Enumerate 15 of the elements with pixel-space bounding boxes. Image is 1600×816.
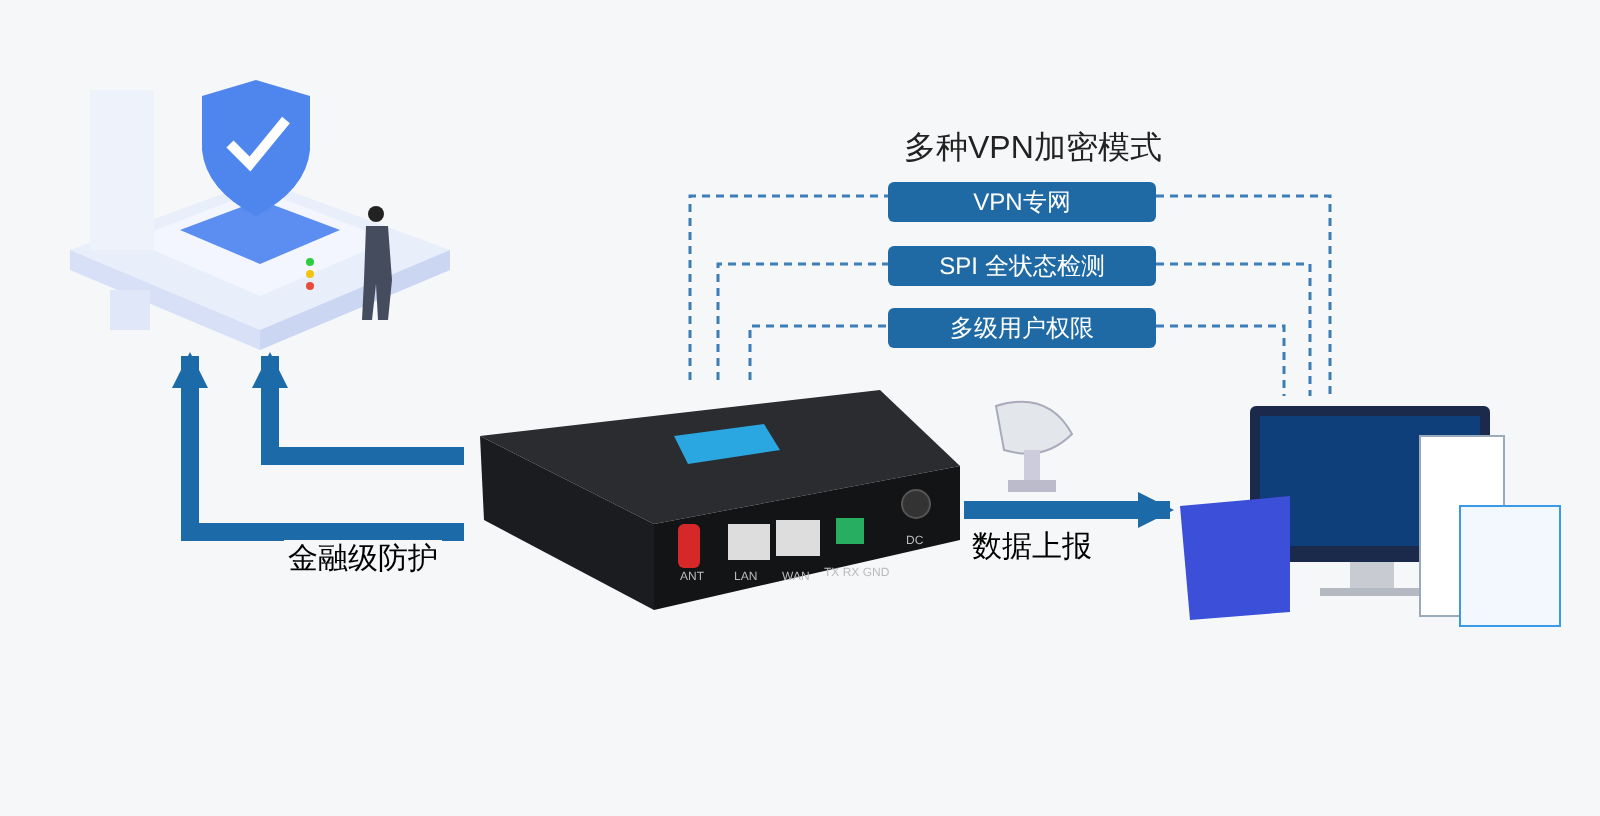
dashed-connector	[1156, 262, 1312, 396]
dashed-connector	[1156, 194, 1332, 396]
dashed-connector	[688, 194, 888, 380]
arrow	[964, 492, 1174, 528]
feature-box: SPI 全状态检测	[888, 246, 1156, 286]
dashed-connector	[748, 324, 888, 380]
arrow	[252, 352, 464, 465]
heading: 多种VPN加密模式	[904, 129, 1162, 170]
dashed-connector	[1156, 324, 1286, 396]
dashed-connector	[716, 262, 888, 380]
feature-box: 多级用户权限	[888, 308, 1156, 348]
feature-box: VPN专网	[888, 182, 1156, 222]
edge-label: 数据上报	[968, 528, 1096, 566]
arrow	[172, 352, 464, 541]
edge-label: 金融级防护	[284, 540, 442, 578]
